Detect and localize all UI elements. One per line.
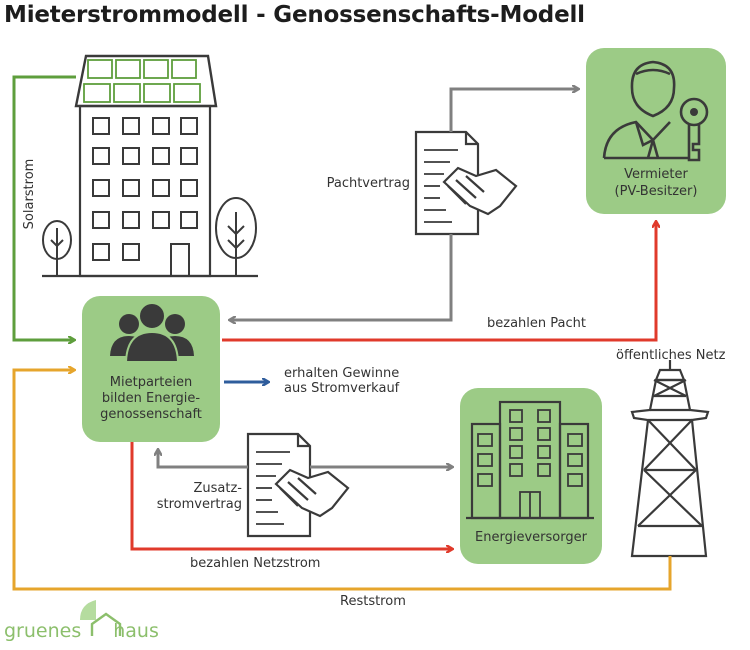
bezahlen-netzstrom-arrow <box>130 442 452 549</box>
contract-document-icon <box>414 130 518 236</box>
brand-logo: gruenes haus <box>4 620 159 642</box>
reststrom-arrow <box>12 370 672 591</box>
zusatz-label-line2: stromvertrag <box>156 497 242 512</box>
reststrom-label: Reststrom <box>340 594 406 609</box>
pachtvertrag-label: Pachtvertrag <box>326 176 410 191</box>
contract-document-icon <box>246 432 350 538</box>
power-tower-icon <box>630 360 710 558</box>
mietparteien-node <box>82 296 220 442</box>
group-people-icon <box>110 302 194 363</box>
office-building-icon <box>466 400 594 520</box>
zusatz-label-line1: Zusatz- <box>193 481 243 496</box>
energieversorger-node <box>460 388 602 564</box>
mietparteien-label-line1: Mietparteien <box>109 375 193 390</box>
bezahlen-netzstrom-label: bezahlen Netzstrom <box>190 556 321 571</box>
bezahlen-pacht-arrow <box>222 222 656 342</box>
tree-icon <box>42 220 72 276</box>
mietparteien-label-line2: bilden Energie- <box>101 391 201 406</box>
solarstrom-label: Solarstrom <box>22 158 37 230</box>
handshake-icon <box>274 468 350 518</box>
vermieter-node <box>586 48 726 214</box>
page-title: Mieterstrommodell - Genossenschafts-Mode… <box>4 2 585 28</box>
handshake-icon <box>442 166 518 216</box>
bezahlen-pacht-label: bezahlen Pacht <box>487 316 586 331</box>
tree-icon <box>215 197 257 276</box>
landlord-key-icon <box>602 60 709 162</box>
gewinne-label-line1: erhalten Gewinne <box>284 366 400 381</box>
brand-word-2: haus <box>113 620 159 642</box>
vermieter-label-line2: (PV-Besitzer) <box>614 184 698 199</box>
solar-panel-icon <box>74 54 218 108</box>
pachtvertrag-arrow <box>230 89 578 320</box>
energieversorger-label: Energieversorger <box>475 530 587 545</box>
brand-logo-icon <box>80 600 122 636</box>
brand-word-1: gruenes <box>4 620 82 642</box>
vermieter-label-line1: Vermieter <box>624 167 688 182</box>
mietparteien-label-line3: genossenschaft <box>100 407 202 422</box>
apartment-building-icon <box>42 54 258 278</box>
netz-label: öffentliches Netz <box>616 348 726 363</box>
zusatzstromvertrag-arrow <box>158 450 452 467</box>
solarstrom-arrow <box>12 75 76 340</box>
gewinne-label-line2: aus Stromverkauf <box>284 381 400 396</box>
